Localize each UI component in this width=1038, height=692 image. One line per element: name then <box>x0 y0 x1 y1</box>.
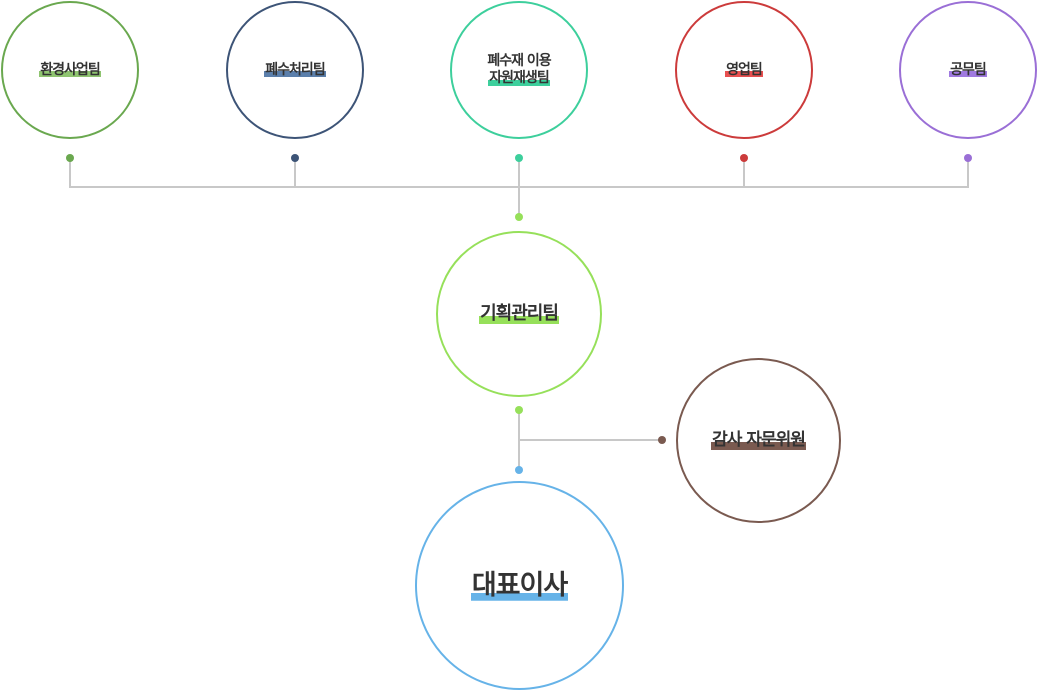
team-label: 자원재생팀 <box>488 70 550 86</box>
team-label: 영업팀 <box>725 61 763 78</box>
connector-dot <box>515 466 523 474</box>
connector-dot <box>515 154 523 162</box>
connector-line <box>967 158 969 188</box>
connector-dot <box>515 213 523 221</box>
team-sales: 영업팀 <box>675 1 813 139</box>
team-construction: 공무팀 <box>899 1 1037 139</box>
connector-dot <box>515 406 523 414</box>
planning-team: 기획관리팀 <box>436 231 602 397</box>
connector-line <box>518 158 520 218</box>
connector-line <box>743 158 745 188</box>
audit-advisor: 감사 자문위원 <box>676 358 841 523</box>
connector-line <box>294 158 296 188</box>
ceo-label: 대표이사 <box>470 569 568 601</box>
ceo: 대표이사 <box>415 481 624 690</box>
team-environment: 환경사업팀 <box>1 1 139 139</box>
team-label: 공무팀 <box>949 61 987 78</box>
connector-dot <box>66 154 74 162</box>
connector-dot <box>291 154 299 162</box>
connector-dot <box>740 154 748 162</box>
audit-label: 감사 자문위원 <box>711 430 806 450</box>
team-label: 환경사업팀 <box>39 61 101 78</box>
connector-line <box>518 439 662 441</box>
team-wastewater: 폐수처리팀 <box>226 1 364 139</box>
planning-label: 기획관리팀 <box>479 303 559 324</box>
connector-dot <box>964 154 972 162</box>
connector-line <box>69 158 71 188</box>
connector-dot <box>658 436 666 444</box>
team-label-line1: 폐수재 이용 <box>487 53 551 69</box>
team-label: 폐수처리팀 <box>264 61 326 78</box>
